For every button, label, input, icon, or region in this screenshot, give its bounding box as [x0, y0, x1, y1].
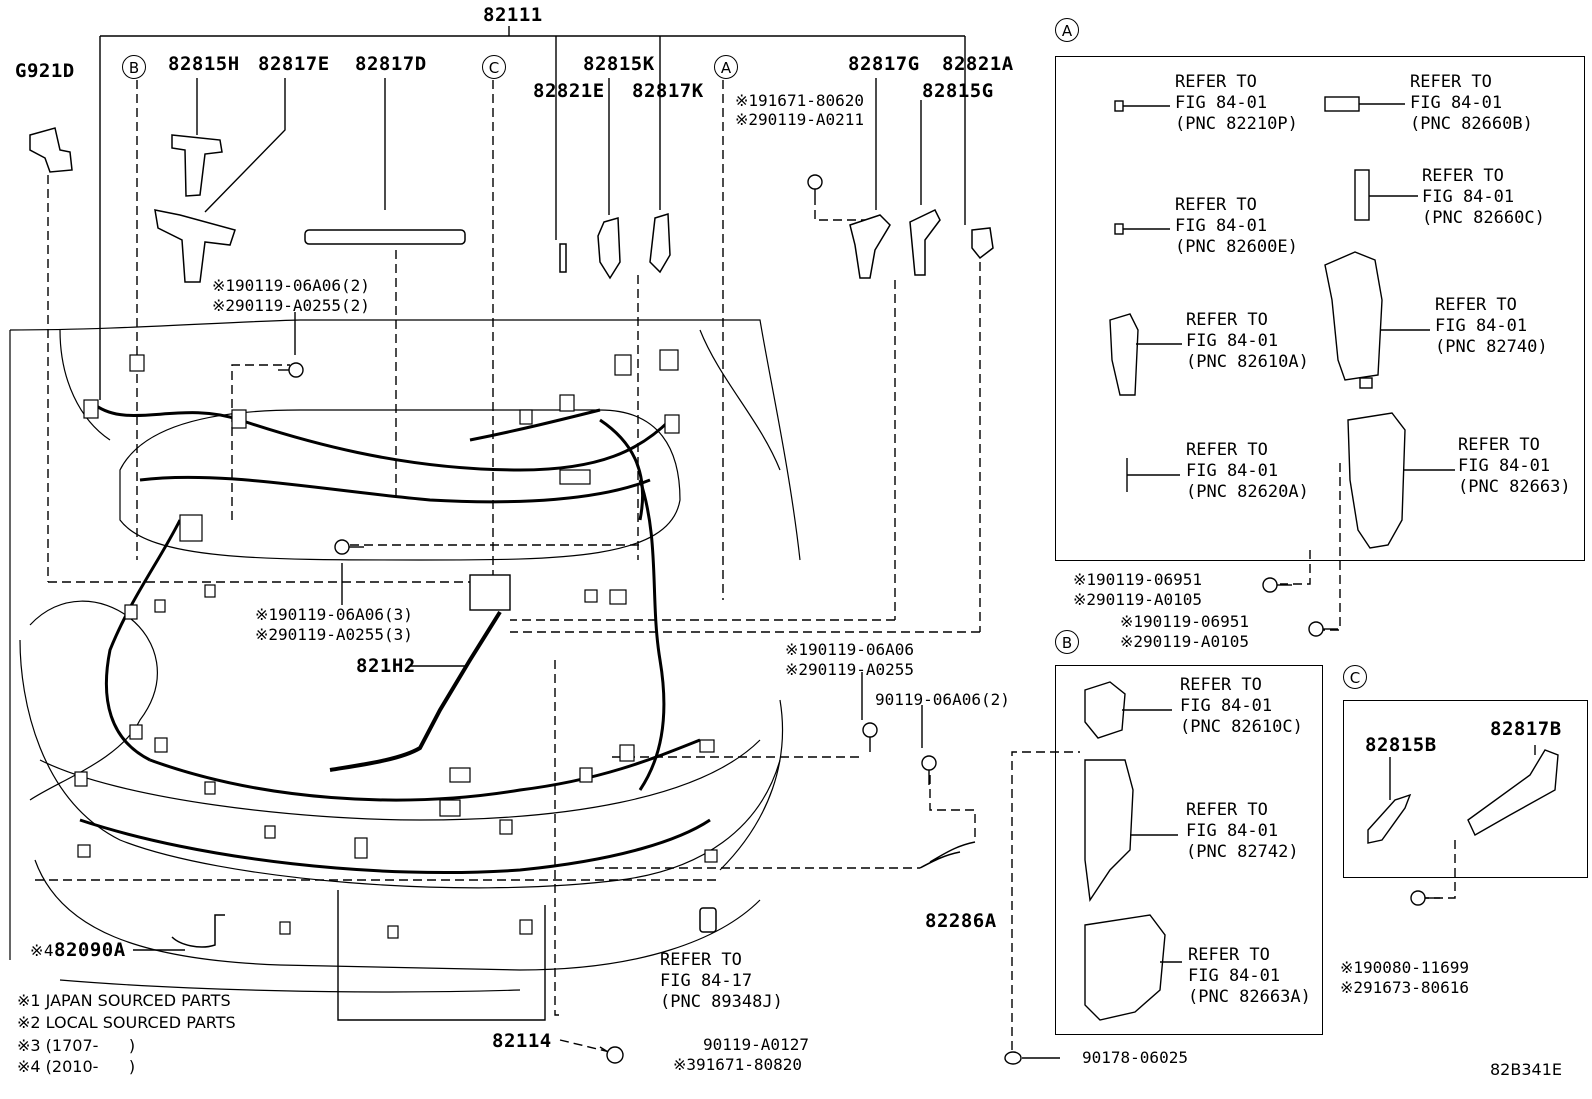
bolt-label-6a: 90119-A0127 — [703, 1035, 809, 1054]
inset-a-ref-82663: REFER TO FIG 84-01 (PNC 82663) — [1458, 435, 1571, 497]
leader-bracket-82111 — [99, 26, 966, 400]
inset-a-frame — [1055, 56, 1585, 561]
part-label-82817k: 82817K — [632, 80, 704, 102]
ground-terminal — [469, 574, 511, 611]
inset-b-callout: B — [1055, 630, 1079, 654]
part-label-82817d: 82817D — [355, 53, 427, 75]
inset-a-ref-82620a: REFER TO FIG 84-01 (PNC 82620A) — [1186, 440, 1309, 502]
bolt-label-5: 90119-06A06(2) — [875, 690, 1010, 709]
callout-c-main: C — [482, 55, 506, 79]
inset-a-ref-82740: REFER TO FIG 84-01 (PNC 82740) — [1435, 295, 1548, 357]
bolt-label-2b: ※290119-A0255(2) — [212, 296, 370, 315]
inset-c-callout: C — [1343, 665, 1367, 689]
inset-b-clip-label: 90178-06025 — [1082, 1048, 1188, 1067]
part-label-g921d: G921D — [15, 60, 75, 82]
bolt-label-3a: ※190119-06A06(3) — [255, 605, 413, 624]
part-label-821h2: 821H2 — [356, 655, 416, 677]
bolt-label-2a: ※190119-06A06(2) — [212, 276, 370, 295]
footnote-2: ※2 LOCAL SOURCED PARTS — [17, 1013, 236, 1032]
part-label-82815h: 82815H — [168, 53, 240, 75]
part-leaders — [133, 78, 923, 1021]
bolt-label-3b: ※290119-A0255(3) — [255, 625, 413, 644]
refer-note-89348j: REFER TO FIG 84-17 (PNC 89348J) — [660, 950, 783, 1012]
bolt-label-1a: ※191671-80620 — [735, 91, 864, 110]
part-number-82090a: 82090A — [54, 939, 126, 961]
inset-b-sketches — [1022, 681, 1182, 1059]
inset-a-bolt1b: ※290119-A0105 — [1073, 590, 1202, 609]
inset-a-callout: A — [1055, 18, 1079, 42]
callout-b-main: B — [122, 55, 146, 79]
part-label-82821a: 82821A — [942, 53, 1014, 75]
inset-c-bolt-a: ※190080-11699 — [1340, 958, 1469, 977]
bolt-label-4a: ※190119-06A06 — [785, 640, 914, 659]
part-label-82817g: 82817G — [848, 53, 920, 75]
inset-a-ref-82210p: REFER TO FIG 84-01 (PNC 82210P) — [1175, 72, 1298, 134]
part-label-82821e: 82821E — [533, 80, 605, 102]
footnote-3: ※3 (1707- ) — [17, 1036, 136, 1055]
inset-a-bolt2b: ※290119-A0105 — [1120, 632, 1249, 651]
footnote-1: ※1 JAPAN SOURCED PARTS — [17, 991, 231, 1010]
part-label-82114: 82114 — [492, 1030, 552, 1052]
part-label-82817b: 82817B — [1490, 718, 1562, 740]
part-label-82815k: 82815K — [583, 53, 655, 75]
callout-a-main: A — [714, 55, 738, 79]
inset-b-ref-82610c: REFER TO FIG 84-01 (PNC 82610C) — [1180, 675, 1303, 737]
ground-cable-821h2 — [329, 610, 502, 772]
footnote-4: ※4 (2010- ) — [17, 1057, 136, 1076]
part-label-82090a: ※482090A — [30, 941, 126, 960]
part-label-82815g: 82815G — [922, 80, 994, 102]
inset-b-ref-82742: REFER TO FIG 84-01 (PNC 82742) — [1186, 800, 1299, 862]
part-label-82815b: 82815B — [1365, 734, 1437, 756]
part-label-82817e: 82817E — [258, 53, 330, 75]
inset-a-ref-82600e: REFER TO FIG 84-01 (PNC 82600E) — [1175, 195, 1298, 257]
inset-c-sketches — [1367, 745, 1559, 844]
inset-a-ref-82660c: REFER TO FIG 84-01 (PNC 82660C) — [1422, 166, 1545, 228]
inset-b-frame — [1055, 665, 1323, 1035]
inset-a-ref-82610a: REFER TO FIG 84-01 (PNC 82610A) — [1186, 310, 1309, 372]
harness-bundle — [79, 403, 711, 875]
figure-code: 82B341E — [1490, 1060, 1562, 1079]
inset-a-ref-82660b: REFER TO FIG 84-01 (PNC 82660B) — [1410, 72, 1533, 134]
part-sketches — [29, 127, 994, 948]
inset-c-bolt-b: ※291673-80616 — [1340, 978, 1469, 997]
inset-a-bolt2a: ※190119-06951 — [1120, 612, 1249, 631]
harness-connectors — [74, 349, 718, 939]
bolt-icons — [278, 174, 1440, 1065]
footnote-mark-4: ※4 — [30, 941, 55, 960]
bolt-label-4b: ※290119-A0255 — [785, 660, 914, 679]
part-label-82286a: 82286A — [925, 910, 997, 932]
part-label-82111: 82111 — [483, 4, 543, 26]
inset-c-frame — [1343, 700, 1588, 878]
inset-a-bolt1a: ※190119-06951 — [1073, 570, 1202, 589]
bolt-label-1b: ※290119-A0211 — [735, 110, 864, 129]
inset-a-sketches — [1109, 96, 1455, 549]
inset-b-ref-82663a: REFER TO FIG 84-01 (PNC 82663A) — [1188, 945, 1311, 1007]
dashed-routing — [35, 80, 1456, 1053]
bolt-label-6b: ※391671-80820 — [673, 1055, 802, 1074]
